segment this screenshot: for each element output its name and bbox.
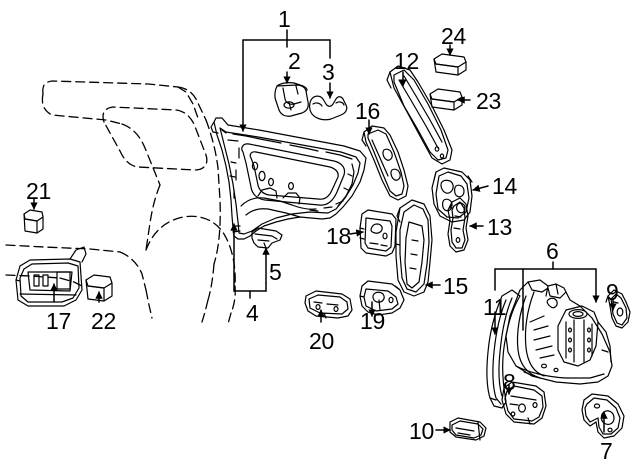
- part-5-shape: [251, 227, 283, 249]
- callout-number-12[interactable]: 12: [394, 48, 419, 74]
- part-24-shape: [433, 53, 467, 76]
- callout-number-20[interactable]: 20: [309, 328, 334, 354]
- leader-18: [349, 229, 364, 237]
- part-21-shape: [23, 209, 44, 234]
- ghost-body-outline: [5, 80, 236, 325]
- part-1-quarter-inner-panel: [210, 117, 367, 240]
- callout-number-19[interactable]: 19: [360, 308, 385, 334]
- callout-number-7[interactable]: 7: [600, 438, 613, 464]
- callout-number-5[interactable]: 5: [269, 259, 282, 285]
- part-16-shape: [361, 125, 409, 201]
- callout-number-3[interactable]: 3: [322, 59, 335, 85]
- part-13-shape: [447, 197, 469, 253]
- part-10-shape: [449, 417, 487, 441]
- callout-number-17[interactable]: 17: [46, 308, 71, 334]
- part-6-wheel-housing: [505, 279, 613, 385]
- callout-number-23[interactable]: 23: [476, 88, 501, 114]
- part-2-shape: [274, 82, 309, 117]
- callout-number-18[interactable]: 18: [326, 223, 351, 249]
- callout-number-11[interactable]: 11: [483, 294, 507, 320]
- leader-1: [239, 29, 331, 132]
- callout-number-14[interactable]: 14: [492, 173, 517, 199]
- part-14-shape: [431, 167, 473, 223]
- callout-number-1[interactable]: 1: [278, 6, 291, 32]
- leader-6: [494, 261, 600, 331]
- part-12-shape: [386, 65, 453, 165]
- part-7-shape: [581, 393, 625, 439]
- callout-number-22[interactable]: 22: [91, 308, 116, 334]
- callout-number-8[interactable]: 8: [503, 369, 516, 395]
- part-8-shape: [501, 381, 547, 425]
- callout-number-21[interactable]: 21: [26, 178, 51, 204]
- callout-number-16[interactable]: 16: [355, 98, 380, 124]
- callout-number-6[interactable]: 6: [546, 238, 559, 264]
- callout-number-10[interactable]: 10: [409, 418, 434, 444]
- callout-number-15[interactable]: 15: [443, 273, 468, 299]
- leader-4: [230, 223, 267, 299]
- part-23-shape: [429, 88, 463, 111]
- leader-14: [472, 184, 489, 192]
- part-18-shape: [359, 209, 397, 257]
- callout-number-4[interactable]: 4: [246, 300, 259, 326]
- callout-number-2[interactable]: 2: [288, 48, 301, 74]
- part-9-shape: [605, 289, 631, 329]
- callout-number-24[interactable]: 24: [441, 23, 466, 49]
- part-22-shape: [85, 274, 113, 302]
- part-20-shape: [304, 290, 353, 319]
- part-15-shape: [395, 199, 433, 297]
- part-17-shape: [15, 246, 87, 307]
- part-19-shape: [359, 280, 405, 316]
- part-3-shape: [309, 95, 348, 121]
- callout-number-9[interactable]: 9: [606, 279, 619, 305]
- callout-number-13[interactable]: 13: [487, 214, 512, 240]
